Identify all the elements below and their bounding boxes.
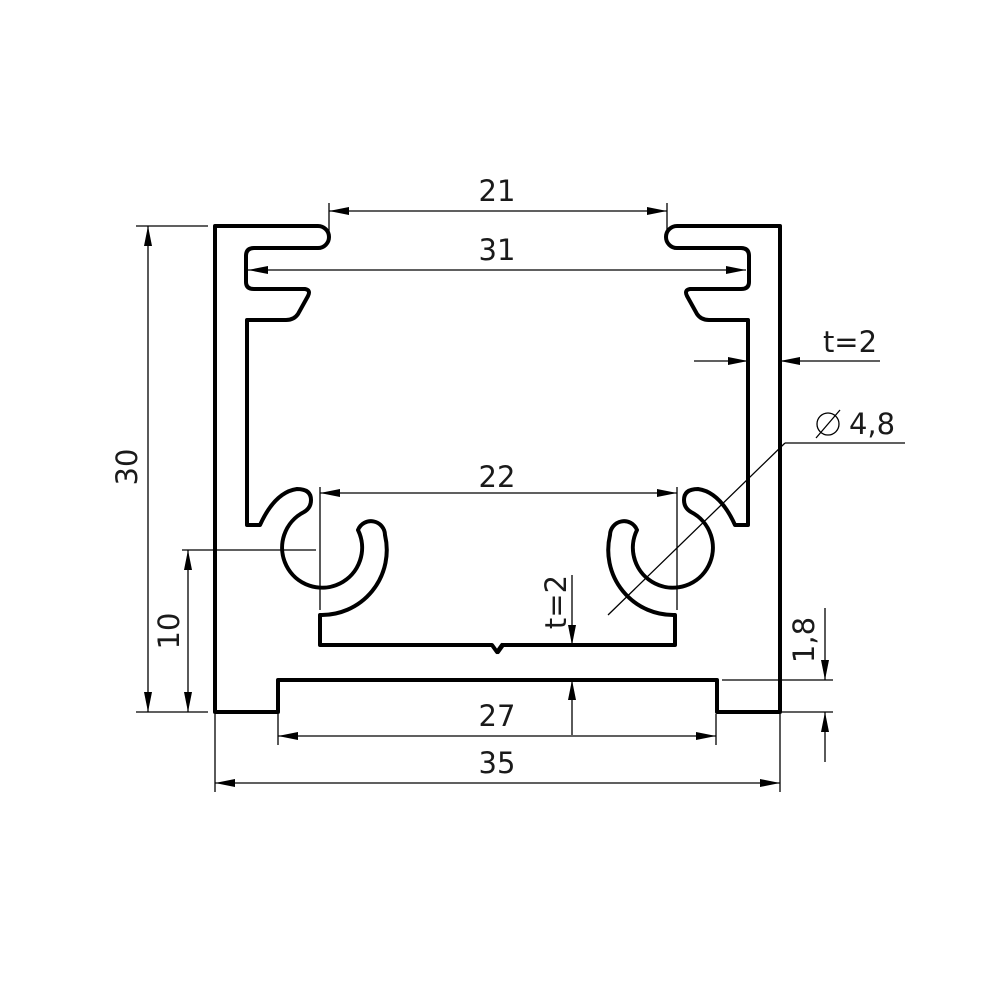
dimension-label-wall-t: t=2 xyxy=(823,325,877,359)
dimension-label-21: 21 xyxy=(479,174,516,208)
dimension-overall-height: 30 xyxy=(110,225,208,713)
profile-outline xyxy=(213,224,782,714)
dimension-label-35: 35 xyxy=(479,746,516,780)
dimension-label-10: 10 xyxy=(152,613,186,650)
diameter-icon xyxy=(815,409,841,439)
dimension-label-30: 30 xyxy=(110,449,144,486)
profile-left-half xyxy=(213,224,504,714)
dimension-floor-thickness: t=2 xyxy=(539,575,576,735)
dimension-label-22: 22 xyxy=(479,460,516,494)
dimension-wall-thickness: t=2 xyxy=(694,325,880,365)
dimension-clip-center-height: 10 xyxy=(152,549,316,712)
dimension-inner-top-width: 31 xyxy=(248,233,746,274)
dimension-label-diameter: 4,8 xyxy=(849,407,895,441)
dimension-label-31: 31 xyxy=(479,233,516,267)
dimension-clip-diameter: 4,8 xyxy=(607,407,905,616)
dimension-bottom-inner-width: 27 xyxy=(277,699,717,745)
dimension-overall-width: 35 xyxy=(214,714,781,792)
profile-right-half xyxy=(496,224,782,714)
dimension-label-27: 27 xyxy=(479,699,516,733)
dimension-top-opening: 21 xyxy=(328,174,668,232)
dimension-label-1-8: 1,8 xyxy=(787,617,821,663)
dimension-clip-spacing: 22 xyxy=(319,460,678,610)
dimension-foot-height: 1,8 xyxy=(722,608,833,762)
dimension-label-floor-t: t=2 xyxy=(539,575,573,629)
